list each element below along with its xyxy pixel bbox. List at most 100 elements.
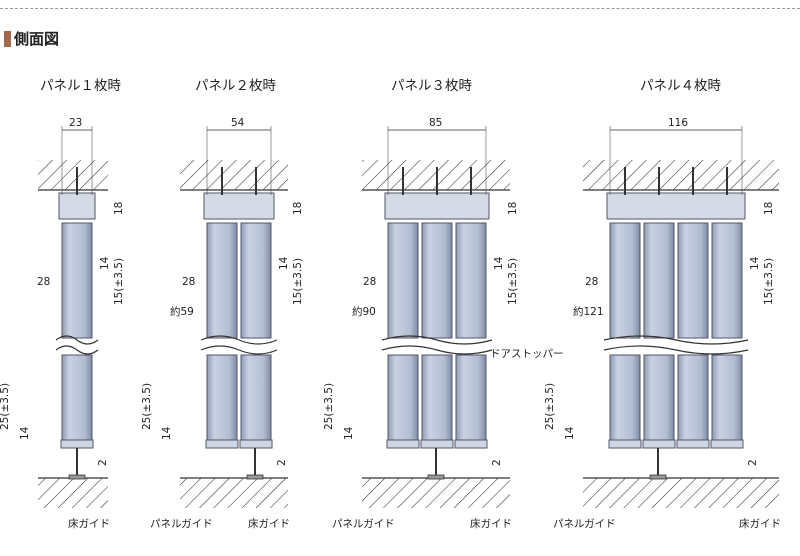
panel-lower xyxy=(609,354,641,446)
panel-cap xyxy=(608,439,642,449)
bottom-14-label: 14 xyxy=(19,426,31,440)
panel-upper xyxy=(206,222,238,339)
break-line xyxy=(200,335,278,345)
floor-guide-plate xyxy=(246,474,264,480)
panel-cap xyxy=(710,439,744,449)
bottom-offset-label: 25(±3.5) xyxy=(141,383,153,430)
dimension-15-label: 15(±3.5) xyxy=(763,258,775,305)
rail-height-label: 18 xyxy=(113,202,125,215)
floor-hatch xyxy=(362,478,510,508)
floor-hatch xyxy=(38,478,108,508)
gap-label: 2 xyxy=(97,459,109,466)
bottom-offset-label: 25(±3.5) xyxy=(323,383,335,430)
panel-upper xyxy=(387,222,419,339)
view-heading: パネル４枚時 xyxy=(640,78,721,94)
gap-label: 2 xyxy=(491,459,503,466)
panel-width-label: 28 xyxy=(37,276,50,288)
top-width-label: 54 xyxy=(231,117,245,129)
panel-width-label: 28 xyxy=(585,276,598,288)
panel-lower xyxy=(711,354,743,446)
ceiling-hatch xyxy=(583,160,779,190)
title-marker xyxy=(4,30,11,47)
bottom-14-label: 14 xyxy=(564,426,576,440)
floor-guide-label: 床ガイド xyxy=(68,517,110,530)
section-title: 側面図 xyxy=(4,28,59,49)
dimension-14-label: 14 xyxy=(749,256,761,270)
panel-lower xyxy=(643,354,675,446)
panel-cap xyxy=(205,439,239,449)
break-line xyxy=(603,345,749,355)
break-line xyxy=(381,345,493,355)
panel-lower xyxy=(455,354,487,446)
ceiling-hatch xyxy=(180,160,288,190)
top-width-label: 116 xyxy=(668,117,688,129)
panel-upper xyxy=(61,222,93,339)
panel-upper xyxy=(421,222,453,339)
top-rail xyxy=(203,192,275,220)
panel-upper xyxy=(455,222,487,339)
dimension-15-label: 15(±3.5) xyxy=(292,258,304,305)
panel-cap xyxy=(239,439,273,449)
break-line xyxy=(603,335,749,345)
floor-guide-label: 床ガイド xyxy=(470,517,512,530)
view-heading: パネル１枚時 xyxy=(40,78,121,94)
panel-upper xyxy=(240,222,272,339)
panel-guide-label: パネルガイド xyxy=(332,518,395,530)
dimension-15-label: 15(±3.5) xyxy=(113,258,125,305)
panel-cap xyxy=(386,439,420,449)
panel-cap xyxy=(420,439,454,449)
panel-lower xyxy=(421,354,453,446)
top-width-label: 23 xyxy=(69,117,82,129)
panel-guide-label: パネルガイド xyxy=(150,518,213,530)
floor-hatch xyxy=(180,478,288,508)
panel-upper xyxy=(643,222,675,339)
bottom-offset-label: 25(±3.5) xyxy=(0,383,11,430)
panel-lower xyxy=(240,354,272,446)
break-line xyxy=(55,345,99,355)
break-line xyxy=(381,335,493,345)
dimension-15-label: 15(±3.5) xyxy=(507,258,519,305)
panel-cap xyxy=(454,439,488,449)
gap-label: 2 xyxy=(276,459,288,466)
floor-guide-label: 床ガイド xyxy=(739,517,781,530)
panel-width-label: 28 xyxy=(182,276,195,288)
bottom-offset-label: 25(±3.5) xyxy=(544,383,556,430)
panel-width-label: 28 xyxy=(363,276,376,288)
panel-lower xyxy=(387,354,419,446)
break-line xyxy=(200,345,278,355)
panel-cap xyxy=(642,439,676,449)
panel-cap xyxy=(676,439,710,449)
rail-height-label: 18 xyxy=(292,202,304,215)
view-heading: パネル２枚時 xyxy=(195,78,276,94)
approx-width-label: 約59 xyxy=(170,305,194,318)
panel-upper xyxy=(711,222,743,339)
rail-height-label: 18 xyxy=(507,202,519,215)
ceiling-hatch xyxy=(38,160,108,190)
panel-guide-label: パネルガイド xyxy=(553,518,616,530)
bottom-14-label: 14 xyxy=(161,426,173,440)
panel-upper xyxy=(609,222,641,339)
panel-cap xyxy=(60,439,94,449)
view-heading: パネル３枚時 xyxy=(391,78,472,94)
panel-upper xyxy=(677,222,709,339)
section-title-text: 側面図 xyxy=(14,30,60,48)
panel-lower xyxy=(677,354,709,446)
top-divider xyxy=(0,8,800,9)
rail-height-label: 18 xyxy=(763,202,775,215)
dimension-14-label: 14 xyxy=(99,256,111,270)
floor-hatch xyxy=(583,478,779,508)
floor-guide-plate xyxy=(649,474,667,480)
dimension-14-label: 14 xyxy=(493,256,505,270)
floor-guide-plate xyxy=(68,474,86,480)
approx-width-label: 約121 xyxy=(573,305,604,318)
top-rail xyxy=(58,192,96,220)
bottom-14-label: 14 xyxy=(343,426,355,440)
gap-label: 2 xyxy=(747,459,759,466)
break-line xyxy=(55,335,99,345)
floor-guide-label: 床ガイド xyxy=(248,517,290,530)
